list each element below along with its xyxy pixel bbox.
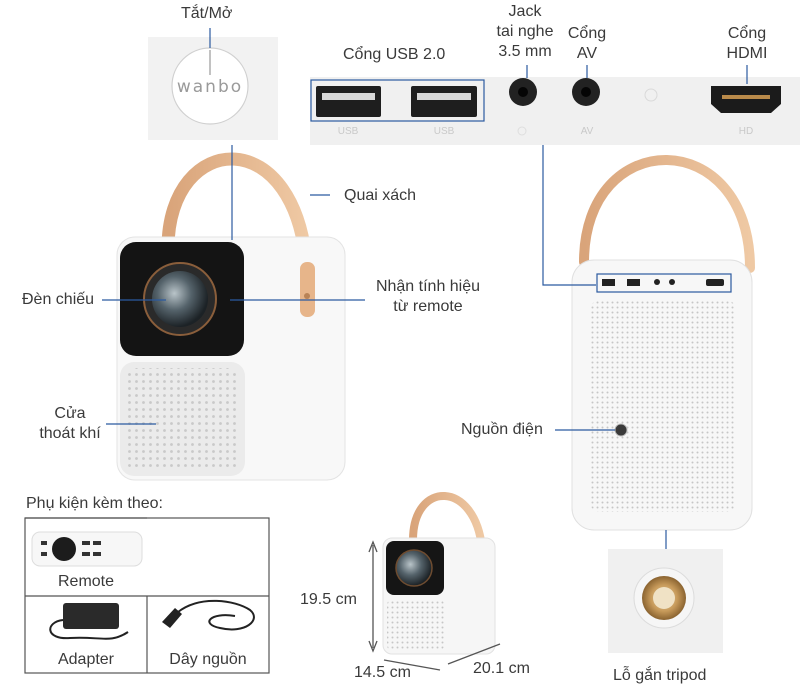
remote-label: Remote bbox=[57, 573, 115, 590]
brand-logo: wanbo bbox=[177, 77, 243, 97]
tripod-panel bbox=[608, 549, 723, 653]
remote-receiver-label: Nhận tính hiệu từ remote bbox=[366, 277, 490, 317]
remote-receiver-line2: từ remote bbox=[393, 298, 463, 315]
av-label-line2: AV bbox=[576, 45, 598, 62]
remote-image bbox=[31, 531, 143, 567]
hdmi-port bbox=[711, 86, 781, 113]
projector-back bbox=[571, 155, 755, 531]
remote-receiver-line1: Nhận tính hiệu bbox=[375, 278, 481, 295]
headphone-jack bbox=[509, 78, 537, 106]
tripod-label: Lỗ gắn tripod bbox=[613, 667, 707, 684]
port-silk-labels: USB USB AV HD bbox=[338, 126, 754, 137]
power-button-panel bbox=[148, 37, 278, 140]
av-port bbox=[572, 78, 600, 106]
ports-strip bbox=[310, 77, 800, 145]
vent-label-line2: thoát khí bbox=[39, 425, 101, 442]
jack-label: Jack tai nghe 3.5 mm bbox=[485, 2, 565, 62]
jack-label-line1: Jack bbox=[508, 3, 542, 20]
hdmi-label: Cổng HDMI bbox=[712, 24, 782, 64]
jack-label-line2: tai nghe bbox=[496, 23, 554, 40]
usb-label: Cổng USB 2.0 bbox=[343, 46, 446, 63]
depth-dimension-label: 20.1 cm bbox=[473, 660, 530, 677]
lens-label: Đèn chiếu bbox=[22, 291, 95, 308]
power-cord-image bbox=[162, 599, 255, 631]
power-label: Tắt/Mở bbox=[181, 5, 233, 22]
silk-usb-1: USB bbox=[338, 126, 359, 137]
jack-label-line3: 3.5 mm bbox=[498, 43, 552, 60]
av-label: Cổng AV bbox=[557, 24, 617, 64]
usb-port-1 bbox=[316, 86, 381, 117]
silk-hdmi: HD bbox=[739, 126, 753, 137]
usb-port-2 bbox=[411, 86, 477, 117]
leader-lines bbox=[102, 28, 748, 549]
power-input-label: Nguồn điện bbox=[461, 421, 543, 438]
hdmi-label-line1: Cổng bbox=[727, 25, 767, 42]
hdmi-label-line2: HDMI bbox=[726, 45, 768, 62]
accessories-title: Phụ kiện kèm theo: bbox=[26, 495, 163, 512]
projector-front bbox=[116, 152, 346, 481]
adapter-image bbox=[49, 603, 129, 640]
strap-label: Quai xách bbox=[344, 187, 417, 204]
silk-usb-2: USB bbox=[434, 126, 455, 137]
accessories-box bbox=[24, 517, 270, 674]
width-dimension-label: 14.5 cm bbox=[354, 664, 411, 681]
silk-av: AV bbox=[581, 126, 594, 137]
height-dimension-label: 19.5 cm bbox=[300, 591, 357, 608]
vent-label: Cửa thoát khí bbox=[30, 404, 110, 444]
projector-dimension bbox=[368, 492, 501, 671]
power-cord-label: Dây nguồn bbox=[169, 651, 247, 668]
av-label-line1: Cổng bbox=[567, 25, 607, 42]
vent-label-line1: Cửa bbox=[54, 405, 86, 422]
adapter-label: Adapter bbox=[57, 651, 115, 668]
